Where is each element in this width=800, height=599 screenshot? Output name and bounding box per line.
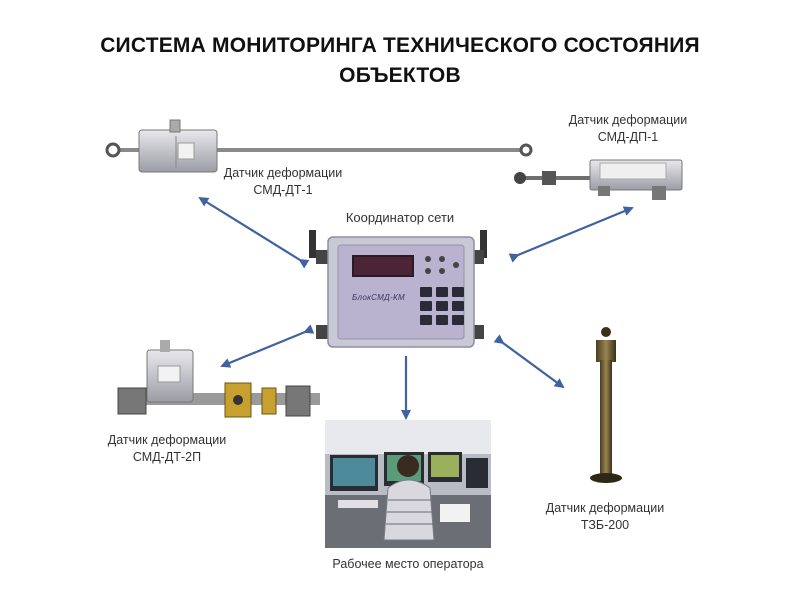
title-line-2: ОБЪЕКТОВ — [339, 64, 461, 87]
sensor-label-smd-dp-1: Датчик деформации СМД-ДП-1 — [563, 112, 693, 146]
sensor-label-line1: Датчик деформации — [568, 113, 688, 127]
arrow-to-smd-dt-2p — [220, 324, 315, 368]
sensor-label-line1: Датчик деформации — [223, 166, 343, 180]
connection-arrows — [198, 196, 634, 420]
keypad-key — [452, 315, 464, 325]
keypad-key — [452, 287, 464, 297]
sensor-smd-dp-1-image — [514, 159, 683, 200]
coordinator-keypad — [420, 287, 464, 325]
sensor-label-line1: Датчик деформации — [107, 433, 227, 447]
keypad-key — [452, 301, 464, 311]
keypad-key — [436, 301, 448, 311]
coordinator-label: Координатор сети — [345, 210, 455, 225]
coordinator-device-text: БлокСМД-КМ — [352, 293, 405, 302]
sensor-smd-dt-1-image — [105, 119, 533, 173]
sensor-label-line2: СМД-ДП-1 — [597, 130, 659, 144]
sensor-label-line2: СМД-ДТ-1 — [253, 183, 313, 197]
keypad-key — [420, 301, 432, 311]
keypad-key — [436, 287, 448, 297]
sensor-label-line2: ТЗБ-200 — [580, 518, 630, 532]
keypad-key — [420, 287, 432, 297]
sensor-label-smd-dt-1: Датчик деформации СМД-ДТ-1 — [218, 165, 348, 199]
keypad-key — [420, 315, 432, 325]
operator-workplace-image — [325, 420, 491, 548]
sensor-label-line2: СМД-ДТ-2П — [132, 450, 202, 464]
arrow-to-smd-dp-1 — [508, 206, 634, 263]
sensor-tzb-200-image — [590, 327, 622, 483]
sensor-smd-dt-2p-image — [117, 340, 320, 418]
operator-label: Рабочее место оператора — [332, 557, 484, 571]
sensor-label-smd-dt-2p: Датчик деформации СМД-ДТ-2П — [102, 432, 232, 466]
arrow-to-smd-dt-1 — [198, 196, 310, 269]
arrow-to-tzb-200 — [493, 334, 565, 389]
keypad-key — [436, 315, 448, 325]
title-line-1: СИСТЕМА МОНИТОРИНГА ТЕХНИЧЕСКОГО СОСТОЯН… — [100, 34, 700, 57]
sensor-label-line1: Датчик деформации — [545, 501, 665, 515]
sensor-label-tzb-200: Датчик деформации ТЗБ-200 — [540, 500, 670, 534]
